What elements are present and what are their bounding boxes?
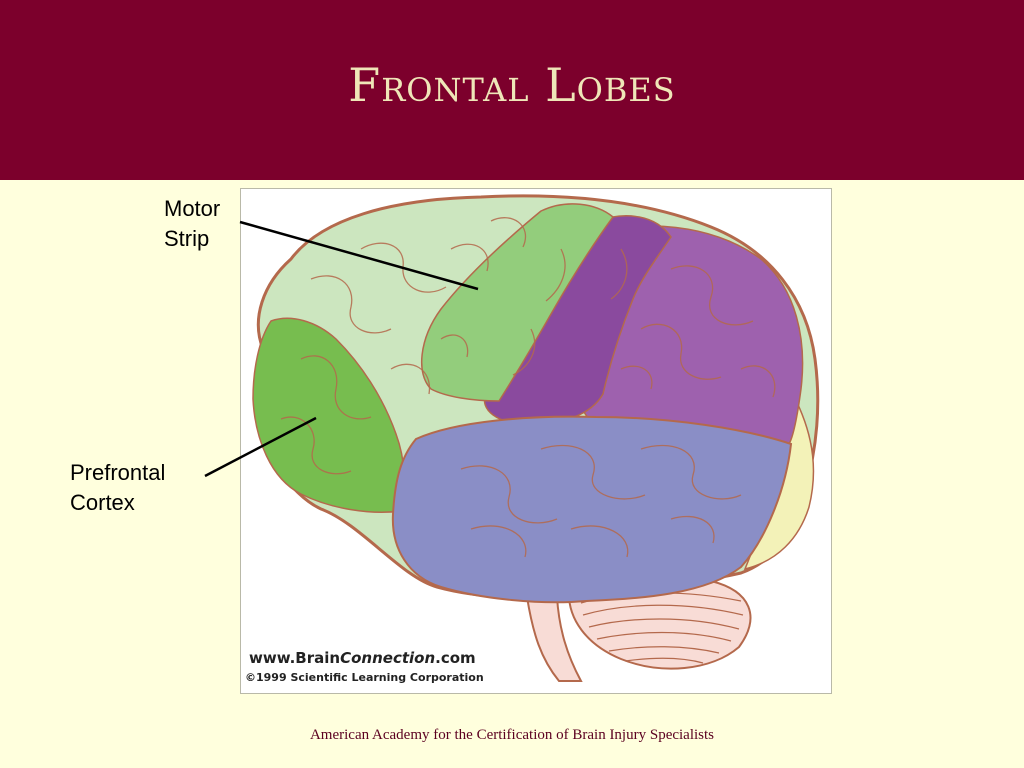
motor-strip <box>420 203 615 402</box>
label-prefrontal-line1: Prefrontal <box>70 460 166 485</box>
credit-url: www.BrainConnection.com <box>249 649 476 667</box>
credit-copyright: ©1999 Scientific Learning Corporation <box>245 671 484 684</box>
motor-strip-pointer <box>239 220 479 291</box>
brain-illustration <box>252 194 820 682</box>
slide-title: Frontal Lobes <box>348 58 676 112</box>
label-motor-line2: Strip <box>164 226 210 251</box>
temporal-lobe <box>391 415 793 604</box>
label-motor-line1: Motor <box>164 196 221 221</box>
footer-organization: American Academy for the Certification o… <box>309 727 715 743</box>
label-prefrontal-cortex: Prefrontal Cortex <box>70 458 165 518</box>
title-bar <box>0 0 1024 180</box>
label-motor-strip: Motor Strip <box>164 194 220 254</box>
brain-figure: www.BrainConnection.com ©1999 Scientific… <box>240 188 832 694</box>
prefrontal-pointer <box>204 416 317 478</box>
brainstem <box>525 596 583 682</box>
label-prefrontal-line2: Cortex <box>70 490 135 515</box>
